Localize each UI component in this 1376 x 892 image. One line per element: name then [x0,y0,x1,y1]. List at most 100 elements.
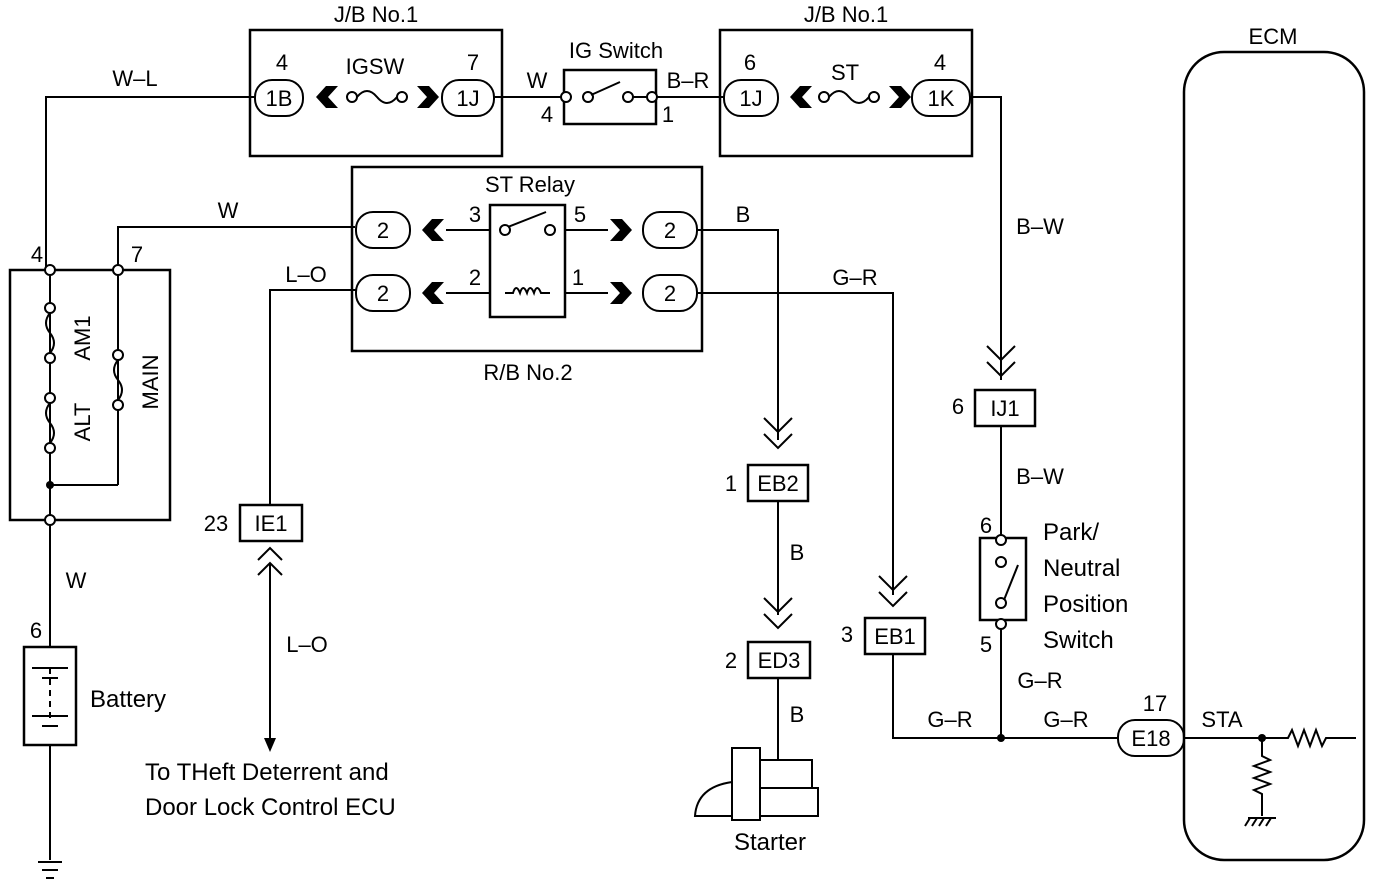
wire-label-b-r: B–R [667,68,710,93]
battery: 6 Battery [22,618,166,747]
fuse-icon [45,402,55,444]
connector-ie1: IE1 23 [204,503,304,576]
relay-pin-2: 2 [469,265,481,290]
resistor-icon [1262,727,1356,749]
connector-chevron-icon [417,86,439,108]
relay-block: R/B No.2 ST Relay 2 2 2 2 3 5 2 1 [350,165,704,385]
wire-label-g-r: G–R [832,265,877,290]
ecm-sta-label: STA [1201,707,1242,732]
ig-switch-pin-4: 4 [541,102,553,127]
relay-conn-2d: 2 [664,281,676,306]
fuse-block-pin-4: 4 [31,242,43,267]
jb-right-pin-1k: 1K [928,86,955,111]
connector-chevron-icon [316,86,338,108]
connector-ij1-name: IJ1 [990,396,1019,421]
connector-eb2-num: 1 [725,471,737,496]
relay-pin-3: 3 [469,202,481,227]
wire-label-w: W [527,68,548,93]
relay-pin-1: 1 [572,265,584,290]
ig-switch-pin-1: 1 [662,102,674,127]
relay-conn-2c: 2 [664,218,676,243]
pn-switch-line1: Park/ [1043,519,1099,546]
resistor-icon [1251,738,1273,816]
ig-switch-title: IG Switch [569,38,663,63]
relay-block-label: R/B No.2 [483,360,572,385]
ecm-label: ECM [1249,24,1298,49]
jb-left-pin-4-num: 4 [276,50,288,75]
starter-icon [693,747,819,821]
connector-chevron-icon [422,219,444,241]
jb-right-pin-4-num: 4 [934,50,946,75]
wire-label-w-l: W–L [112,66,157,91]
fuse-main-label: MAIN [138,355,163,410]
starter-label: Starter [734,829,806,856]
junction-block-right: J/B No.1 1J 6 ST 1K 4 [718,2,974,158]
fuse-icon [356,90,398,104]
connector-chevron-icon [422,282,444,304]
connector-ed3: ED3 2 [725,640,812,680]
connector-eb1: EB1 3 [841,616,927,656]
wire-label-b-w: B–W [1016,214,1064,239]
fuse-st-label: ST [831,60,859,85]
wire-label-l-o-bottom: L–O [286,632,328,657]
st-relay-title: ST Relay [485,172,575,197]
junction-block-left: J/B No.1 1B 4 IGSW 1J 7 [248,2,504,158]
fuse-icon [113,359,123,401]
connector-chevron-icon [610,282,632,304]
ground-icon [38,861,62,879]
connector-e18-num: 17 [1143,691,1167,716]
theft-ecu-line1: To THeft Deterrent and [145,759,389,786]
fuse-block: 4 7 AM1 ALT MAIN [8,242,172,526]
relay-pin-5: 5 [574,202,586,227]
jb-left-pin-1b: 1B [266,86,293,111]
connector-chevron-icon [610,219,632,241]
connector-chevron-icon [790,86,812,108]
relay-conn-2a: 2 [377,218,389,243]
pn-switch-pin-6: 6 [980,513,992,538]
ig-switch: IG Switch 4 1 [541,38,674,127]
jb-right-pin-6-num: 6 [744,50,756,75]
fuse-alt-label: ALT [70,403,95,442]
connector-eb2: EB2 1 [725,463,810,503]
fuse-block-pin-7: 7 [131,242,143,267]
ecm-module: ECM STA [1182,24,1366,862]
ground-icon [1244,817,1276,827]
pn-switch-line4: Switch [1043,627,1114,654]
connector-e18: E18 17 [1117,691,1185,757]
wire-label-g-r-eb1: G–R [927,707,972,732]
pn-switch-line3: Position [1043,591,1128,618]
battery-pin-6: 6 [30,618,42,643]
wire-label-g-r-e18: G–R [1043,707,1088,732]
battery-label: Battery [90,686,166,713]
pn-switch-line2: Neutral [1043,555,1120,582]
arrow-down-icon [264,738,276,752]
fuse-am1-label: AM1 [70,315,95,360]
connector-chevron-icon [889,86,911,108]
connector-eb2-name: EB2 [757,471,799,496]
pn-switch-pin-5: 5 [980,632,992,657]
connector-ie1-name: IE1 [254,511,287,536]
wire-label-g-r-pn: G–R [1017,668,1062,693]
fuse-icon [828,90,870,104]
jb-left-title: J/B No.1 [334,2,418,27]
jb-left-pin-1j: 1J [456,86,479,111]
fuse-igsw-label: IGSW [346,54,405,79]
wire-label-b: B [736,202,751,227]
wire-label-b-low: B [790,702,805,727]
jb-left-pin-7-num: 7 [467,50,479,75]
park-neutral-switch: 6 5 Park/ Neutral Position Switch [978,513,1128,657]
connector-eb1-name: EB1 [874,624,916,649]
wire-label-l-o: L–O [285,262,327,287]
jb-right-title: J/B No.1 [804,2,888,27]
connector-ed3-num: 2 [725,648,737,673]
connector-eb1-num: 3 [841,622,853,647]
connector-e18-name: E18 [1131,726,1170,751]
fuse-icon [45,312,55,354]
wire-label-b-mid: B [790,540,805,565]
jb-right-pin-1j: 1J [739,86,762,111]
relay-coil-icon [505,287,550,297]
connector-ie1-num: 23 [204,511,228,536]
wire-label-b-w-mid: B–W [1016,464,1064,489]
connector-ij1-num: 6 [952,394,964,419]
